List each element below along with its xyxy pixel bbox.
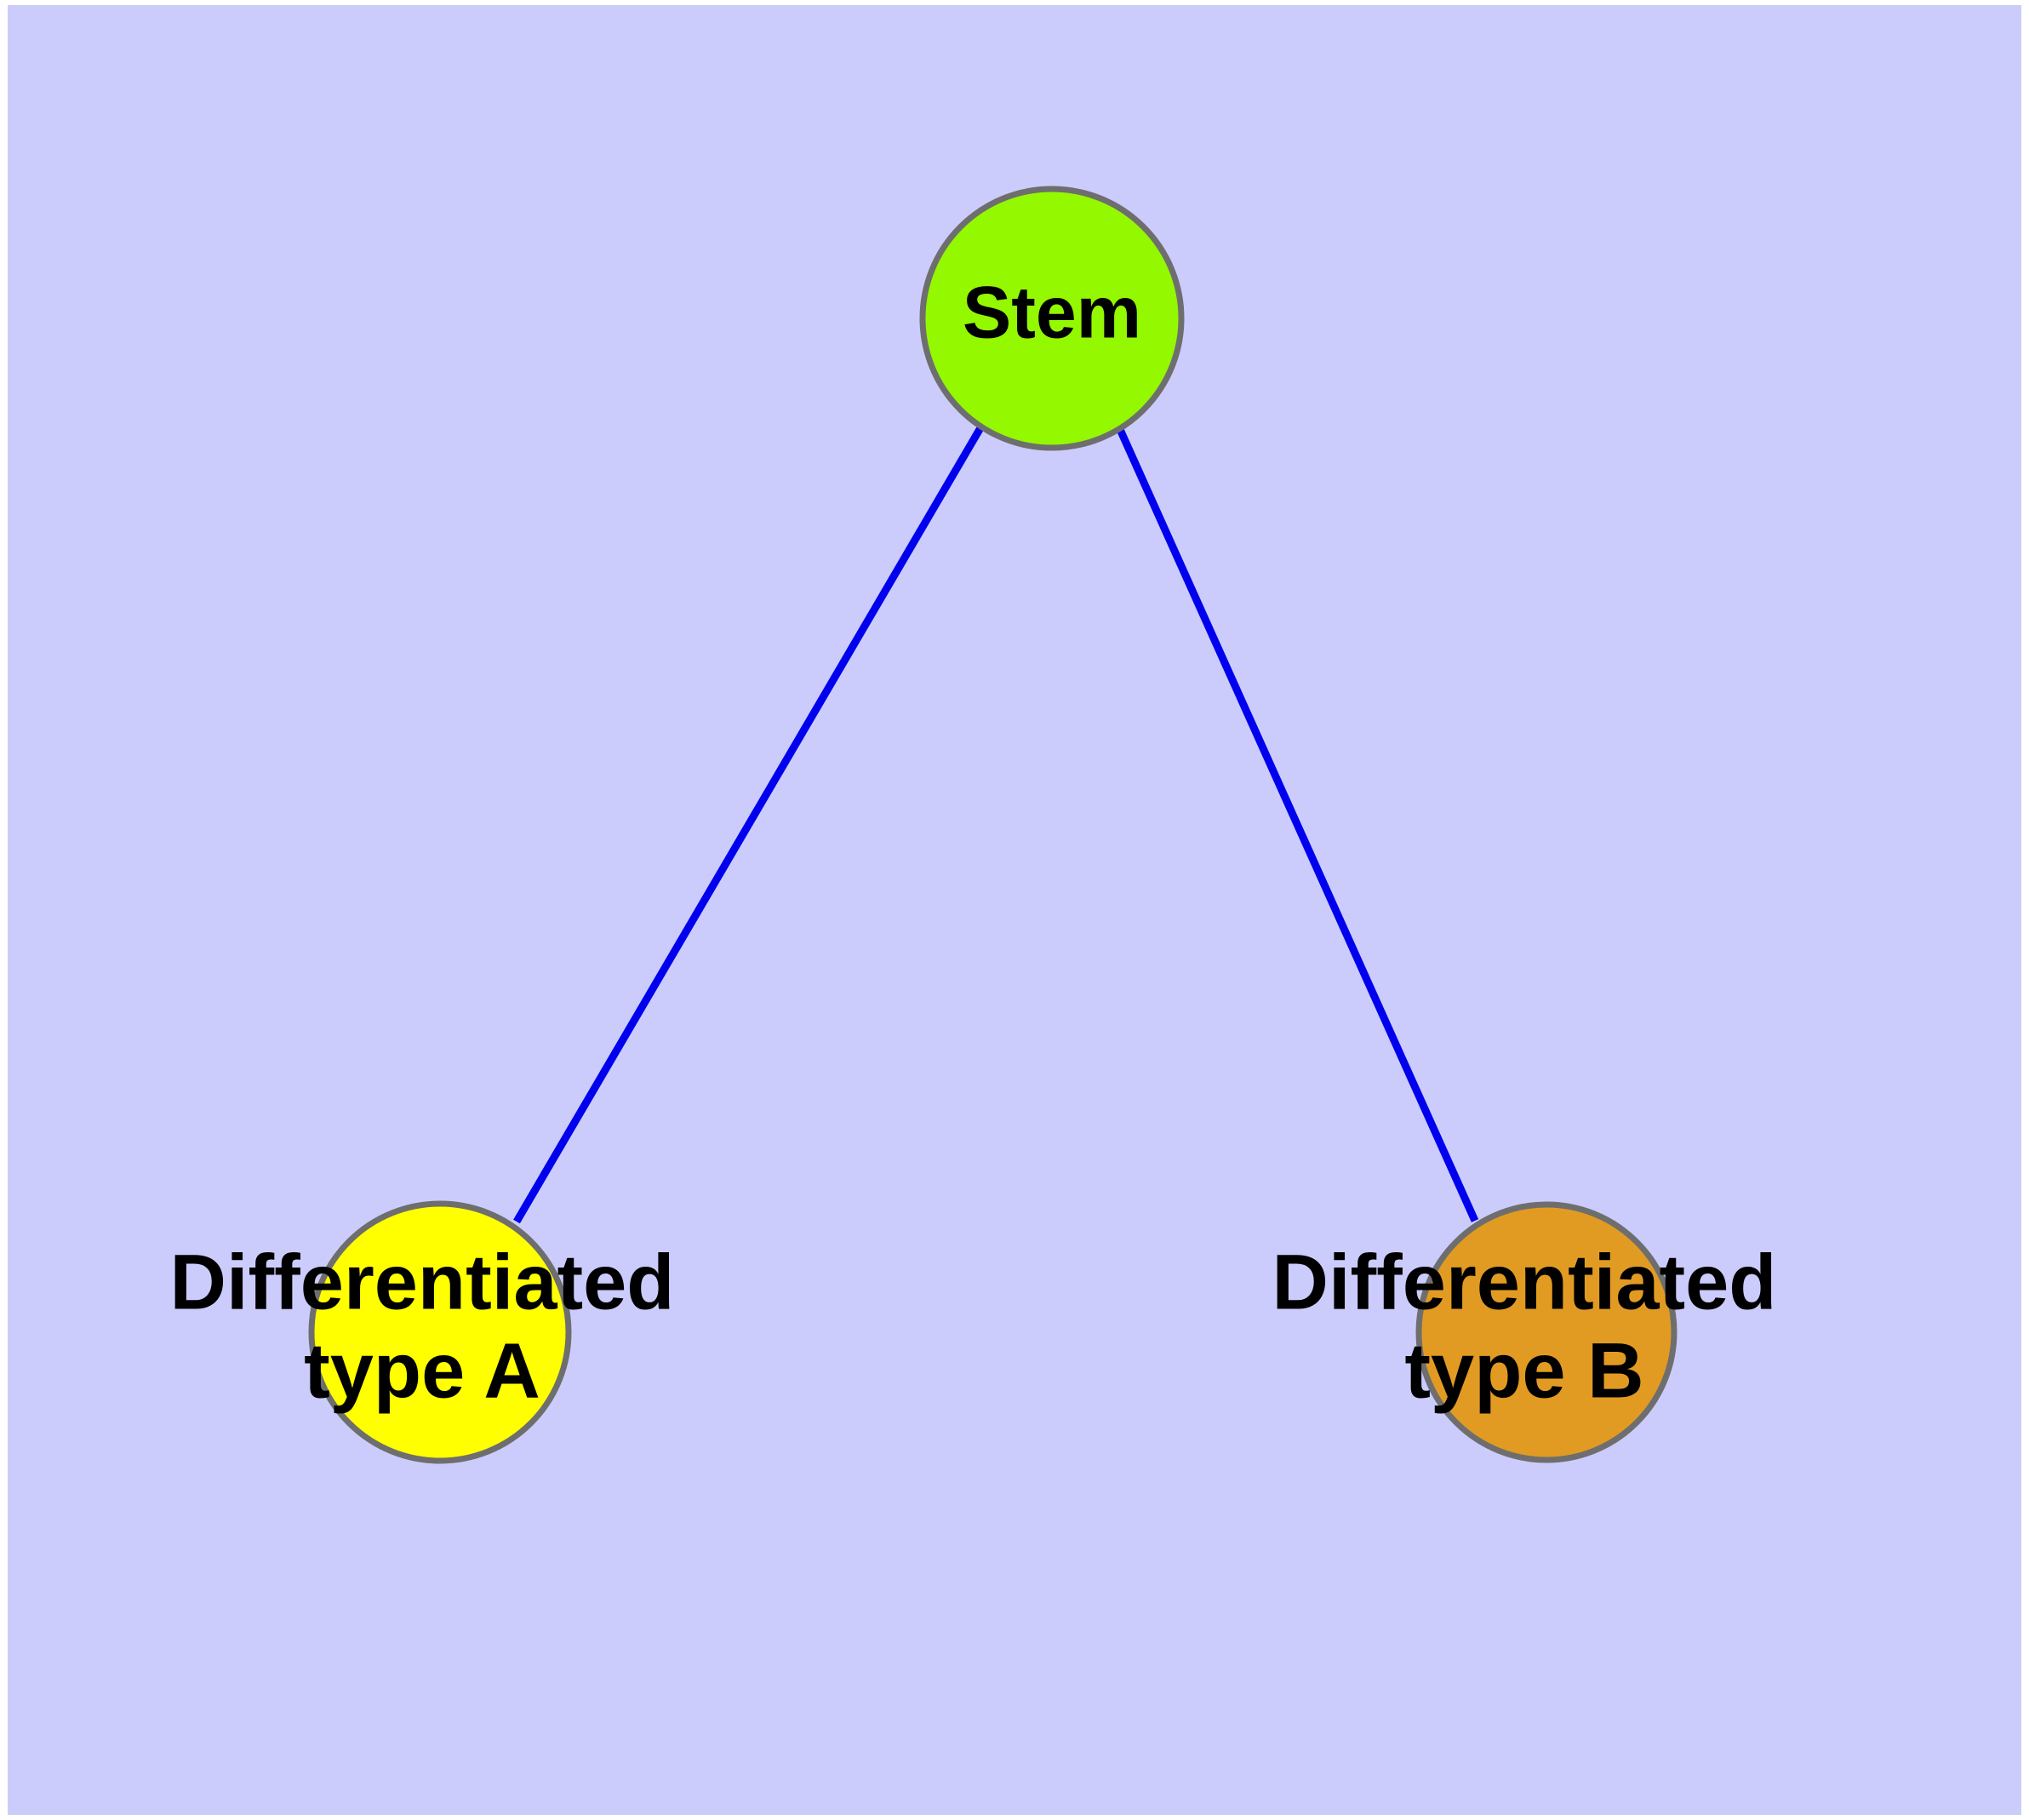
edge-stem-to-diff-a[interactable] xyxy=(513,424,985,1224)
edge-layer xyxy=(513,424,1479,1224)
node-diff-a-circle[interactable] xyxy=(308,1200,572,1464)
edge-stem-to-diff-b[interactable] xyxy=(1114,424,1479,1222)
node-diff-a[interactable] xyxy=(308,1200,572,1464)
node-stem-label: Stem xyxy=(963,272,1141,354)
node-diff-b-circle[interactable] xyxy=(1415,1201,1677,1463)
node-diff-b[interactable] xyxy=(1415,1201,1677,1463)
node-stem-circle[interactable] xyxy=(919,186,1185,451)
node-diff-b-label: Differentiated type B xyxy=(1272,1239,1777,1414)
node-diff-a-label: Differentiated type A xyxy=(170,1239,675,1414)
node-layer xyxy=(308,186,1677,1464)
node-diff-a-label-line-1: Differentiated xyxy=(170,1239,675,1325)
node-diff-a-label-line-2: type A xyxy=(304,1327,540,1414)
node-stem[interactable] xyxy=(919,186,1185,451)
label-layer: Stem Differentiated type A Differentiate… xyxy=(170,272,1777,1415)
node-diff-b-label-line-2: type B xyxy=(1404,1327,1643,1414)
node-diff-b-label-line-1: Differentiated xyxy=(1272,1239,1777,1325)
